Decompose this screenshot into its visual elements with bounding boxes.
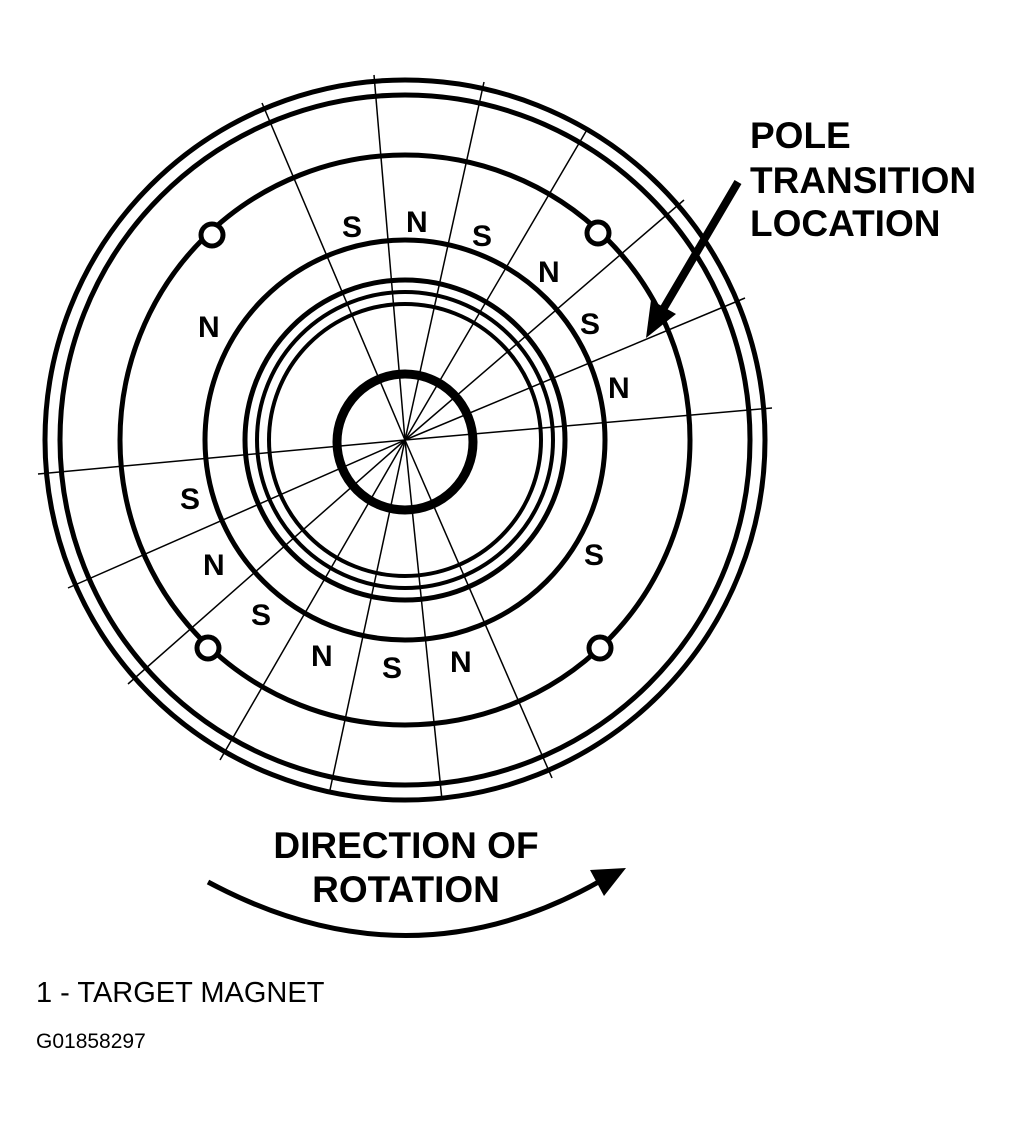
center-bore bbox=[332, 369, 478, 515]
outer-ring-1 bbox=[42, 77, 768, 803]
callout-arrow-shaft bbox=[654, 179, 742, 321]
pole-label: N bbox=[203, 549, 225, 582]
radial-line bbox=[67, 439, 406, 589]
callout-line-1: POLE bbox=[750, 115, 851, 156]
hole-mark bbox=[198, 221, 226, 249]
rotation-arrow-head bbox=[590, 868, 626, 896]
pole-ring-outer bbox=[202, 237, 608, 643]
hole-marks bbox=[194, 219, 614, 662]
callout-arrow-head bbox=[646, 300, 676, 338]
radial-line bbox=[373, 74, 406, 441]
rotation-label-line-1: DIRECTION OF bbox=[273, 825, 538, 866]
pole-label: N bbox=[538, 256, 560, 289]
pole-label: S bbox=[472, 220, 492, 253]
pole-label: N bbox=[608, 372, 630, 405]
radial-line bbox=[404, 407, 773, 441]
hole-mark bbox=[584, 219, 612, 247]
outer-ring-2 bbox=[57, 92, 753, 788]
hole-ring bbox=[117, 152, 693, 728]
radial-line bbox=[127, 439, 406, 685]
radial-line bbox=[219, 439, 406, 761]
pole-label: S bbox=[251, 599, 271, 632]
radial-line bbox=[404, 297, 746, 441]
hub-ring-2 bbox=[255, 290, 555, 590]
callout-line-2: TRANSITION bbox=[750, 160, 976, 201]
radial-line bbox=[404, 439, 443, 801]
figure-id: G01858297 bbox=[36, 1030, 146, 1053]
pole-label: N bbox=[311, 640, 333, 673]
rotation-arc bbox=[206, 877, 604, 938]
pole-label: S bbox=[180, 483, 200, 516]
pole-label: N bbox=[198, 311, 220, 344]
pole-transition-callout: POLE TRANSITION LOCATION bbox=[646, 115, 976, 338]
rotation-indicator: DIRECTION OF ROTATION bbox=[206, 825, 626, 938]
radial-line bbox=[404, 81, 485, 441]
hub-ring-3 bbox=[267, 302, 543, 578]
radial-line bbox=[404, 127, 589, 441]
callout-line-3: LOCATION bbox=[750, 203, 940, 244]
pole-label: N bbox=[450, 646, 472, 679]
radial-line bbox=[329, 439, 406, 791]
figure-caption: 1 - TARGET MAGNET bbox=[36, 977, 325, 1009]
pole-label: S bbox=[580, 308, 600, 341]
radial-line bbox=[404, 199, 685, 441]
pole-labels: S N S N S N N S N S N S N S bbox=[180, 206, 630, 685]
pole-label: S bbox=[382, 652, 402, 685]
radial-line bbox=[404, 439, 553, 779]
radial-line bbox=[261, 102, 406, 441]
hole-mark bbox=[586, 634, 614, 662]
hub-ring-1 bbox=[242, 277, 568, 603]
pole-label: S bbox=[342, 211, 362, 244]
magnet-rings bbox=[42, 77, 768, 803]
rotation-label-line-2: ROTATION bbox=[312, 869, 500, 910]
pole-label: N bbox=[406, 206, 428, 239]
radial-line bbox=[37, 439, 406, 475]
hole-mark bbox=[194, 634, 222, 662]
pole-label: S bbox=[584, 539, 604, 572]
pole-transition-lines bbox=[37, 74, 773, 801]
